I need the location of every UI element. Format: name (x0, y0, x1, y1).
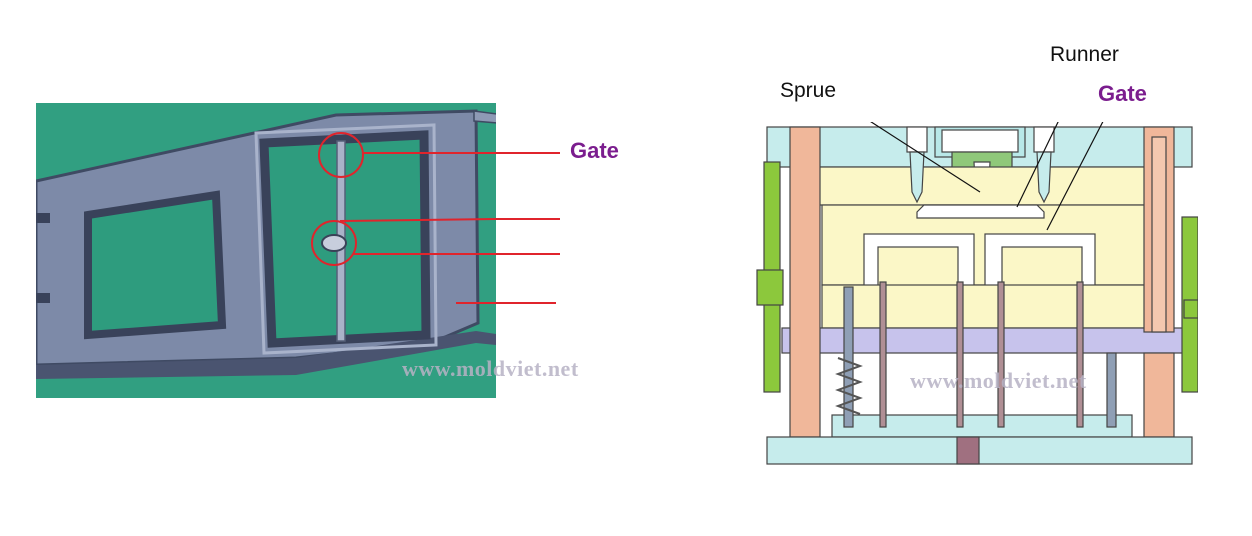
mold-schematic (752, 122, 1198, 468)
photo-watermark: www.moldviet.net (402, 356, 579, 381)
mold-cross-section (756, 122, 1198, 465)
molded-part-illustration (36, 103, 496, 398)
sprue-label: Sprue (780, 79, 837, 102)
runner-label: Runner (1050, 43, 1119, 66)
leader-lines (496, 152, 560, 304)
schematic-watermark: www.moldviet.net (910, 368, 1087, 393)
schematic-gate-label: Gate (1098, 81, 1147, 106)
molded-part-photo (36, 103, 496, 398)
photo-gate-label: Gate (570, 138, 619, 163)
